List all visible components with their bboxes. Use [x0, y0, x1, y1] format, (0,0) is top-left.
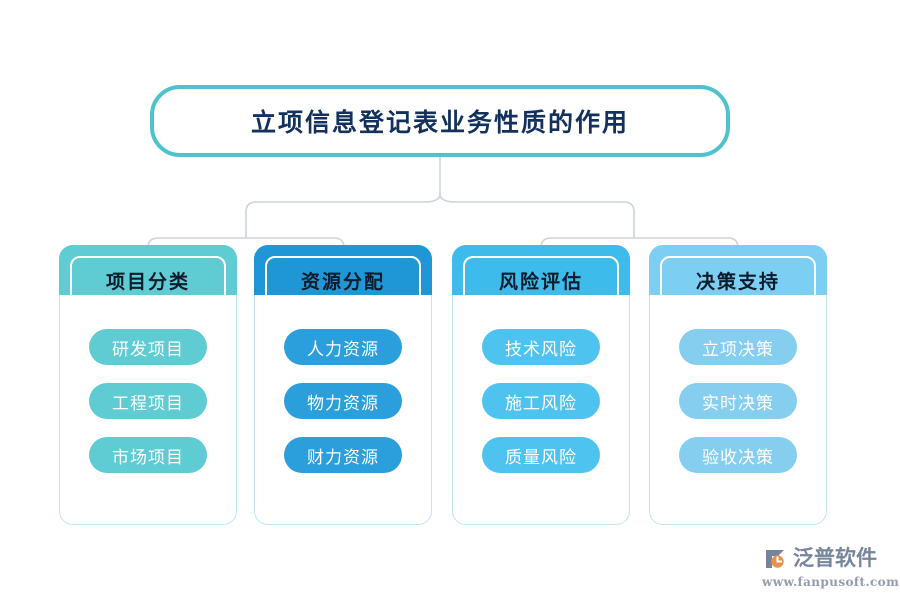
- branch-item-label: 财力资源: [307, 447, 379, 468]
- branch-column-3[interactable]: 风险评估 技术风险 施工风险 质量风险: [452, 245, 630, 525]
- branch-header-label: 资源分配: [300, 270, 385, 293]
- branch-column-2[interactable]: 资源分配 人力资源 物力资源 财力资源: [254, 245, 432, 525]
- branch-header-cap: [59, 245, 237, 295]
- branch-item-label: 工程项目: [112, 393, 184, 414]
- watermark-brand-text: 泛普软件: [793, 546, 877, 570]
- branch-item-label: 质量风险: [505, 447, 577, 468]
- branch-item-label: 验收决策: [702, 447, 774, 468]
- branch-item[interactable]: 财力资源: [284, 437, 402, 473]
- branch-item[interactable]: 实时决策: [679, 383, 797, 419]
- branch-header-label: 决策支持: [695, 270, 780, 293]
- branch-item-list: 研发项目 工程项目 市场项目: [59, 329, 237, 491]
- branch-item-label: 物力资源: [307, 393, 379, 414]
- branch-item[interactable]: 研发项目: [89, 329, 207, 365]
- branch-item-label: 立项决策: [702, 339, 774, 360]
- branch-item-label: 施工风险: [505, 393, 577, 414]
- branch-item-label: 技术风险: [505, 339, 577, 360]
- branch-header-cap: [649, 245, 827, 295]
- branch-item-list: 立项决策 实时决策 验收决策: [649, 329, 827, 491]
- root-node[interactable]: 立项信息登记表业务性质的作用: [150, 85, 730, 157]
- branch-item-label: 实时决策: [702, 393, 774, 414]
- branch-item-label: 市场项目: [112, 447, 184, 468]
- branch-item[interactable]: 施工风险: [482, 383, 600, 419]
- connector-top-bar: [245, 193, 635, 213]
- branch-item[interactable]: 验收决策: [679, 437, 797, 473]
- branch-header-box[interactable]: 项目分类: [70, 256, 226, 304]
- fanpu-logo-icon: [766, 549, 784, 568]
- branch-item[interactable]: 质量风险: [482, 437, 600, 473]
- branch-header-label: 风险评估: [498, 270, 583, 293]
- branch-header-cap: [452, 245, 630, 295]
- branch-item-label: 研发项目: [112, 339, 184, 360]
- branch-item[interactable]: 物力资源: [284, 383, 402, 419]
- branch-item[interactable]: 人力资源: [284, 329, 402, 365]
- branch-header-box[interactable]: 决策支持: [660, 256, 816, 304]
- branch-header-box[interactable]: 风险评估: [463, 256, 619, 304]
- branch-column-1[interactable]: 项目分类 研发项目 工程项目 市场项目: [59, 245, 237, 525]
- watermark-url-text: www.fanpusoft.com: [762, 574, 900, 589]
- branch-item[interactable]: 工程项目: [89, 383, 207, 419]
- root-title: 立项信息登记表业务性质的作用: [250, 108, 629, 137]
- branch-item-label: 人力资源: [307, 339, 379, 360]
- branch-header-cap: [254, 245, 432, 295]
- watermark-brand-row: 泛普软件: [762, 546, 894, 572]
- branch-header-box[interactable]: 资源分配: [265, 256, 421, 304]
- branch-item-list: 技术风险 施工风险 质量风险: [452, 329, 630, 491]
- branch-item[interactable]: 立项决策: [679, 329, 797, 365]
- watermark: 泛普软件 www.fanpusoft.com: [762, 543, 900, 591]
- branch-item[interactable]: 市场项目: [89, 437, 207, 473]
- branch-column-4[interactable]: 决策支持 立项决策 实时决策 验收决策: [649, 245, 827, 525]
- branch-item[interactable]: 技术风险: [482, 329, 600, 365]
- branch-header-label: 项目分类: [105, 270, 190, 293]
- branch-item-list: 人力资源 物力资源 财力资源: [254, 329, 432, 491]
